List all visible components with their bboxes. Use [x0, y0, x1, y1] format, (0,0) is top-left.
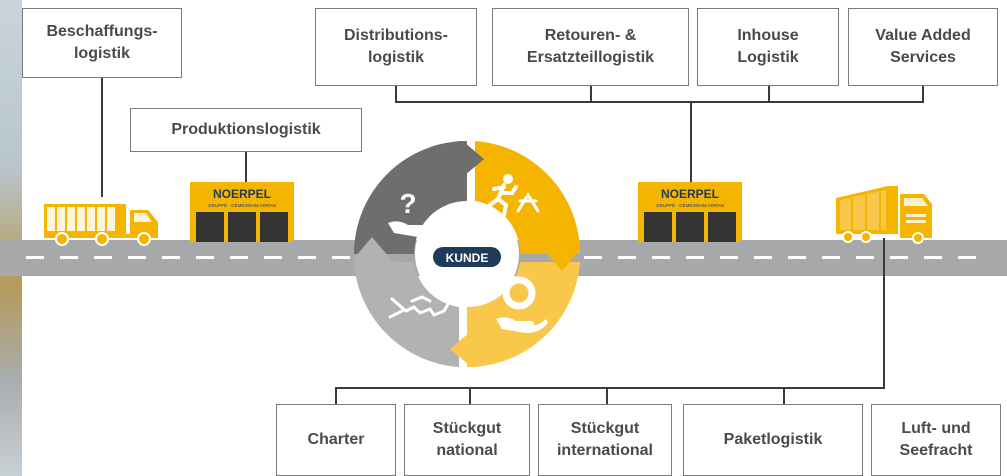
box-label-line: national [436, 442, 498, 459]
cycle-segment-light-yellow [467, 262, 580, 367]
road-dash [618, 256, 636, 259]
box-label-line: Produktionslogistik [171, 121, 321, 139]
road-dash [584, 256, 602, 259]
box-retouren-ersatzteillogistik: Retouren- & Ersatzteillogistik [492, 8, 689, 86]
box-label-line: Value Added [875, 27, 971, 45]
road-dash [652, 256, 670, 259]
connector-line [469, 387, 471, 404]
box-paketlogistik: Paketlogistik [683, 404, 863, 476]
box-label-line: logistik [73, 45, 130, 62]
box-stueckgut-national: Stückgut national [404, 404, 530, 476]
box-charter: Charter [276, 404, 396, 476]
road-dash [788, 256, 806, 259]
lifebuoy-hand-icon [496, 276, 548, 333]
connector-line [335, 387, 337, 404]
connector-line [245, 151, 247, 185]
box-label-line: Distributions- [344, 27, 448, 45]
warehouse-tagline-text: GRUPPE · GEMEINSAM VORAN [208, 203, 276, 208]
cycle-segment-light-gray [354, 262, 459, 367]
box-label-line: Stückgut [570, 420, 640, 438]
connector-line [395, 101, 924, 103]
box-label-line: Services [890, 49, 956, 66]
cycle-arrow-tip [540, 245, 580, 271]
warehouse-right-icon: NOERPEL GRUPPE · GEMEINSAM VORAN [638, 182, 742, 242]
road-dash [230, 256, 248, 259]
box-label-line: Inhouse [737, 27, 799, 45]
connector-line [883, 238, 885, 388]
background-photo-strip [0, 0, 22, 476]
road-dash [890, 256, 908, 259]
road-dash [332, 256, 350, 259]
warehouse-brand-text: NOERPEL [213, 187, 271, 201]
road-dash [60, 256, 78, 259]
box-distributionslogistik: Distributions-logistik [315, 8, 477, 86]
box-label-line: Ersatzteillogistik [526, 49, 655, 66]
connector-line [335, 387, 885, 389]
road-dash [822, 256, 840, 259]
road-dash [196, 256, 214, 259]
box-label-line: Stückgut [432, 420, 502, 438]
box-label-line: Retouren- & [544, 27, 637, 45]
box-beschaffungslogistik: Beschaffungs-logistik [22, 8, 182, 78]
road-dash [26, 256, 44, 259]
box-label-line: Luft- und [901, 420, 971, 438]
road-dash [720, 256, 738, 259]
customer-cycle: ? KUNDE [354, 141, 580, 367]
road-dash [924, 256, 942, 259]
truck-right-icon [836, 186, 932, 244]
warehouse-tagline-text: GRUPPE · GEMEINSAM VORAN [656, 203, 724, 208]
cycle-arrow-tip [450, 327, 476, 367]
svg-text:?: ? [399, 188, 416, 219]
box-label-line: Logistik [737, 49, 799, 66]
road-dash [94, 256, 112, 259]
cycle-arrow-tip [458, 141, 484, 181]
box-label-line: Charter [307, 431, 365, 449]
connector-line [690, 101, 692, 185]
kunde-label: KUNDE [446, 251, 489, 265]
runner-hurdle-icon [488, 174, 540, 217]
connector-line [606, 387, 608, 404]
box-label-line: Paketlogistik [723, 431, 823, 449]
warehouse-left-icon: NOERPEL GRUPPE · GEMEINSAM VORAN [190, 182, 294, 242]
warehouse-brand-text: NOERPEL [661, 187, 719, 201]
box-label-line: Seefracht [899, 442, 973, 459]
connector-line [768, 86, 770, 102]
connector-line [922, 86, 924, 102]
connector-line [783, 387, 785, 404]
road-dash [128, 256, 146, 259]
box-label-line: international [556, 442, 653, 459]
box-stueckgut-international: Stückgut international [538, 404, 672, 476]
box-label-line: logistik [367, 49, 424, 66]
road-dash [162, 256, 180, 259]
box-produktionslogistik: Produktionslogistik [130, 108, 362, 152]
truck-left-icon [44, 204, 158, 246]
connector-line [590, 86, 592, 102]
road-dash [754, 256, 772, 259]
cycle-arrow-tip [354, 237, 394, 263]
kunde-badge [433, 247, 501, 267]
road-dash [686, 256, 704, 259]
road-dash [298, 256, 316, 259]
road-dash [958, 256, 976, 259]
connector-line [395, 86, 397, 102]
connector-line [101, 77, 103, 197]
road-dash [264, 256, 282, 259]
road-dash [856, 256, 874, 259]
box-label-line: Beschaffungs- [46, 23, 158, 41]
cycle-segment-dark-gray [354, 141, 467, 254]
